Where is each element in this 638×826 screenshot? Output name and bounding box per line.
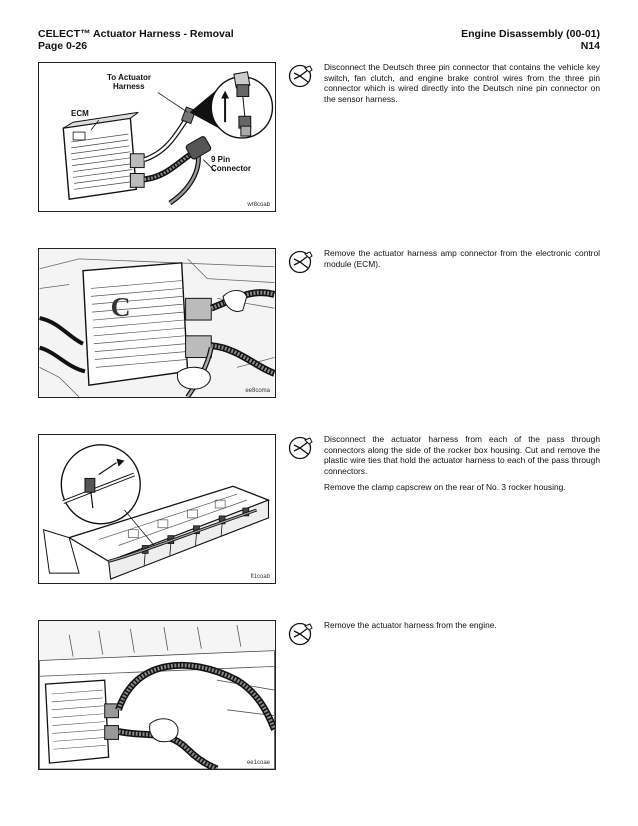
step-4: ee1coae Remove the actuator harness from…	[38, 620, 600, 770]
step-3: fl1coab Disconnect the actuator harness …	[38, 434, 600, 584]
figure-id: wr8coab	[247, 202, 270, 208]
figure-rocker-housing: fl1coab	[38, 434, 276, 584]
callout-9-pin-text: 9 Pin	[211, 155, 231, 164]
page-title: CELECT™ Actuator Harness - Removal	[38, 28, 234, 40]
page-header-right: Engine Disassembly (00-01) N14	[461, 28, 600, 52]
callout-9-pin-connector: 9 Pin Connector	[211, 155, 251, 173]
ecm-connector-illustration	[62, 71, 274, 206]
callout-to-actuator-harness: To Actuator Harness	[107, 73, 151, 91]
wrench-icon	[288, 250, 313, 274]
instruction-text-2: Remove the clamp capscrew on the rear of…	[324, 482, 566, 493]
step-2-text: Remove the actuator harness amp connecto…	[324, 248, 600, 275]
step-1-text: Disconnect the Deutsch three pin connect…	[324, 62, 600, 110]
step-1: To Actuator Harness ECM 9 Pin Connector …	[38, 62, 600, 212]
step-3-text: Disconnect the actuator harness from eac…	[324, 434, 600, 499]
step-2: C ee8coma Remove the actuator harness am…	[38, 248, 600, 398]
instruction-text: Remove the actuator harness from the eng…	[324, 620, 497, 630]
step-4-text: Remove the actuator harness from the eng…	[324, 620, 600, 637]
ecm-amp-connector-illustration: C	[39, 249, 275, 397]
figure-ecm-amp-connector: C ee8coma	[38, 248, 276, 398]
figure-id: ee1coae	[246, 760, 270, 766]
instruction-text: Remove the actuator harness amp connecto…	[324, 248, 600, 269]
page-header-left: CELECT™ Actuator Harness - Removal Page …	[38, 28, 234, 52]
harness-engine-illustration	[39, 621, 275, 769]
figure-id: ee8coma	[245, 388, 270, 394]
wrench-icon	[288, 64, 313, 88]
figure-id: fl1coab	[250, 574, 270, 580]
callout-harness-text: Harness	[113, 82, 145, 91]
callout-ecm: ECM	[71, 109, 89, 118]
figure-harness-engine: ee1coae	[38, 620, 276, 770]
svg-text:C: C	[111, 291, 131, 322]
instruction-text: Disconnect the Deutsch three pin connect…	[324, 62, 600, 104]
engine-model: N14	[580, 40, 600, 52]
rocker-housing-illustration	[42, 444, 271, 580]
callout-to-actuator-text: To Actuator	[107, 73, 151, 82]
figure-ecm-connector: To Actuator Harness ECM 9 Pin Connector …	[38, 62, 276, 212]
instruction-text: Disconnect the actuator harness from eac…	[324, 434, 600, 476]
callout-connector-text: Connector	[211, 164, 251, 173]
page-number: Page 0-26	[38, 40, 88, 52]
wrench-icon	[288, 622, 313, 646]
wrench-icon	[288, 436, 313, 460]
section-title: Engine Disassembly (00-01)	[461, 28, 600, 40]
